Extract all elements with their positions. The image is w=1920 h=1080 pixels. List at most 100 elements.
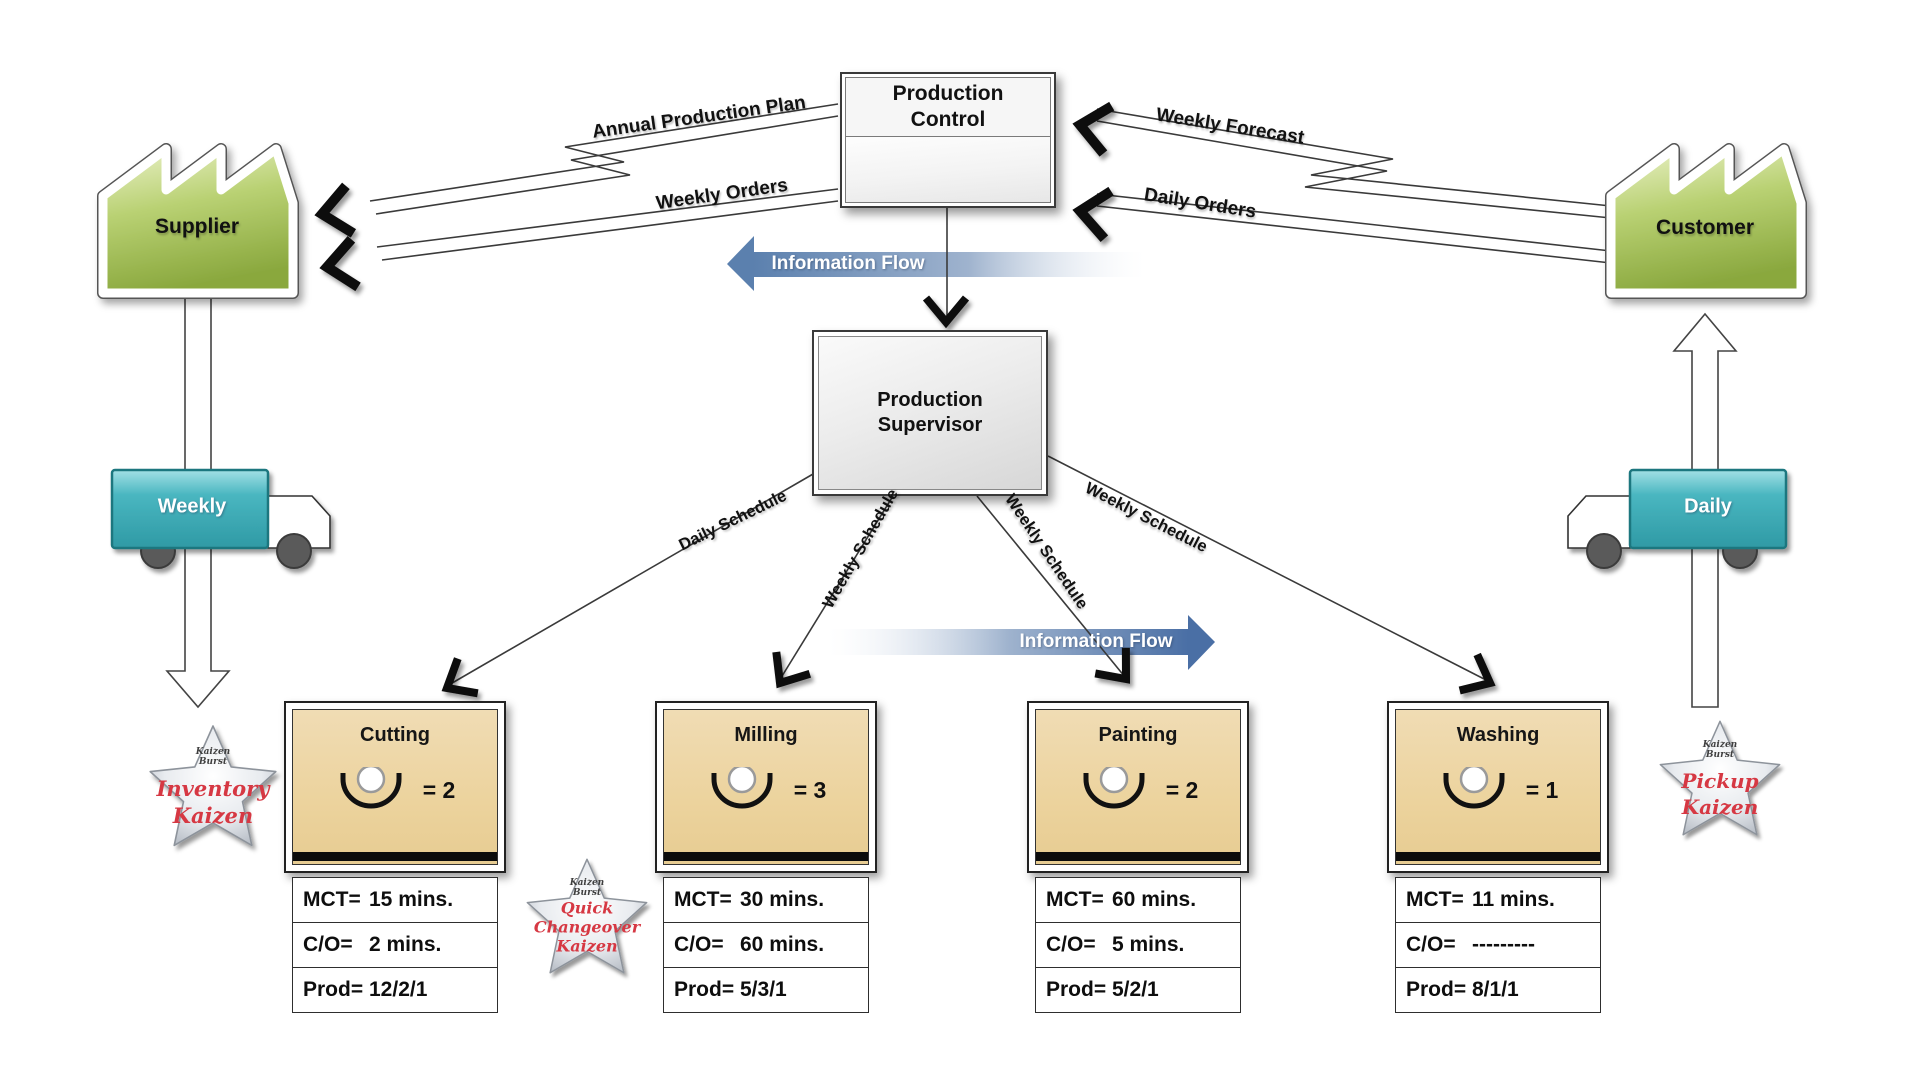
mct-value: 30 mins.	[740, 888, 825, 911]
co-value: 2 mins.	[369, 933, 442, 956]
process-box-cutting: Cutting = 2	[284, 701, 506, 873]
mct-label: MCT=	[1406, 888, 1464, 911]
inventory-kaizen-star-icon	[149, 725, 277, 847]
operator-count: = 1	[1525, 776, 1559, 803]
prod-value: 5/2/1	[1112, 978, 1159, 1001]
customer-truck-label: Daily	[1684, 495, 1732, 518]
kaizen-line: Kaizen	[556, 936, 618, 956]
operator-icon	[1443, 767, 1505, 809]
table-row: MCT= 11 mins.	[1396, 878, 1600, 923]
information-flow-arrow-left	[727, 236, 1145, 291]
data-table-cutting: MCT= 15 mins. C/O=2 mins. Prod=12/2/1	[292, 877, 498, 1013]
daily-orders-arrow	[1096, 193, 1612, 264]
table-row: Prod=5/3/1	[664, 968, 868, 1012]
production-control-line2: Control	[910, 108, 986, 131]
arrowhead-daily-orders	[1072, 186, 1114, 242]
production-control-line1: Production	[892, 82, 1004, 105]
process-box-painting: Painting = 2	[1027, 701, 1249, 873]
operator-count: = 2	[422, 776, 456, 803]
inventory-kaizen-tag: Kaizen Burst	[196, 747, 230, 767]
arrowheads	[314, 101, 1115, 292]
kaizen-tag-line1: Kaizen	[1702, 740, 1738, 750]
annual-production-plan-arrow	[369, 103, 839, 215]
production-supervisor-label: Production Supervisor	[818, 336, 1042, 490]
table-row: C/O=60 mins.	[664, 923, 868, 968]
data-table-painting: MCT=60 mins. C/O=5 mins. Prod=5/2/1	[1035, 877, 1241, 1013]
kaizen-line: Kaizen	[172, 803, 254, 828]
schedule-arrowheads	[441, 295, 1496, 698]
kaizen-tag-line2: Burst	[572, 888, 602, 898]
mct-label: MCT=	[303, 888, 361, 911]
pickup-kaizen-star-icon	[1659, 720, 1781, 836]
operator-icon	[1083, 767, 1145, 809]
arrowhead-milling	[772, 651, 812, 689]
production-control-body	[846, 137, 1050, 202]
capacity-bar	[664, 852, 868, 861]
inventory-kaizen-label: Inventory Kaizen	[157, 775, 270, 829]
arrowhead-cutting	[441, 657, 479, 698]
customer-label: Customer	[1655, 216, 1755, 239]
customer-truck-icon	[1567, 468, 1788, 569]
supplier-truck-icon	[110, 468, 331, 569]
co-label: C/O=	[1046, 933, 1096, 956]
mct-label: MCT=	[674, 888, 732, 911]
table-row: MCT= 30 mins.	[664, 878, 868, 923]
process-title: Cutting	[360, 724, 430, 746]
production-supervisor-box: Production Supervisor	[812, 330, 1048, 496]
pickup-kaizen-label: Pickup Kaizen	[1681, 768, 1758, 820]
capacity-bar	[293, 852, 497, 861]
operator-count: = 3	[793, 776, 827, 803]
prod-value: 12/2/1	[369, 978, 428, 1001]
table-row: C/O=2 mins.	[293, 923, 497, 968]
mct-label: MCT=	[1046, 888, 1104, 911]
table-row: Prod=8/1/1	[1396, 968, 1600, 1012]
prod-label: Prod=	[303, 978, 364, 1001]
kaizen-line: Pickup	[1681, 769, 1759, 793]
table-row: C/O=---------	[1396, 923, 1600, 968]
prod-value: 8/1/1	[1472, 978, 1519, 1001]
weekly-orders-arrow	[376, 188, 839, 261]
kaizen-tag-line1: Kaizen	[569, 878, 605, 888]
kaizen-tag-line2: Burst	[198, 757, 228, 767]
supplier-truck-label: Weekly	[157, 495, 227, 518]
production-control-box: Production Control	[840, 72, 1056, 208]
prod-label: Prod=	[1406, 978, 1467, 1001]
weekly-schedule-line-milling	[778, 495, 894, 682]
production-supervisor-line2: Supervisor	[877, 414, 983, 436]
weekly-schedule-line-painting	[976, 495, 1126, 678]
supplier-factory-icon	[97, 143, 299, 299]
schedule-lines	[446, 208, 1489, 687]
co-value: 5 mins.	[1112, 933, 1185, 956]
process-title: Painting	[1098, 724, 1178, 746]
kaizen-tag-line1: Kaizen	[195, 747, 231, 757]
arrowhead-weekly-orders	[319, 236, 361, 292]
arrowhead-weekly-forecast	[1072, 101, 1115, 157]
data-table-washing: MCT= 11 mins. C/O=--------- Prod=8/1/1	[1395, 877, 1601, 1013]
kaizen-line: Quick	[560, 898, 614, 918]
mct-value: 15 mins.	[369, 888, 454, 911]
prod-label: Prod=	[1046, 978, 1107, 1001]
operator-icon	[711, 767, 773, 809]
prod-value: 5/3/1	[740, 978, 787, 1001]
pickup-kaizen-tag: Kaizen Burst	[1703, 740, 1737, 760]
capacity-bar	[1396, 852, 1600, 861]
quick-changeover-kaizen-tag: Kaizen Burst	[570, 878, 604, 898]
daily-schedule-line	[446, 469, 821, 687]
arrowhead-supervisor	[922, 295, 970, 329]
production-supervisor-line1: Production	[877, 389, 983, 411]
process-box-washing: Washing = 1	[1387, 701, 1609, 873]
mct-value: 11 mins.	[1472, 888, 1555, 911]
production-control-label: Production Control	[846, 78, 1050, 137]
arrowhead-washing	[1458, 652, 1496, 695]
table-row: MCT= 15 mins.	[293, 878, 497, 923]
quick-changeover-kaizen-label: Quick Changeover Kaizen	[534, 899, 640, 956]
co-value: 60 mins.	[740, 933, 825, 956]
process-box-milling: Milling = 3	[655, 701, 877, 873]
process-title: Milling	[734, 724, 798, 746]
customer-factory-icon	[1605, 143, 1807, 299]
quick-changeover-kaizen-star-icon	[526, 858, 648, 974]
weekly-schedule-line-washing	[1047, 455, 1489, 682]
supplier-label: Supplier	[154, 215, 240, 238]
